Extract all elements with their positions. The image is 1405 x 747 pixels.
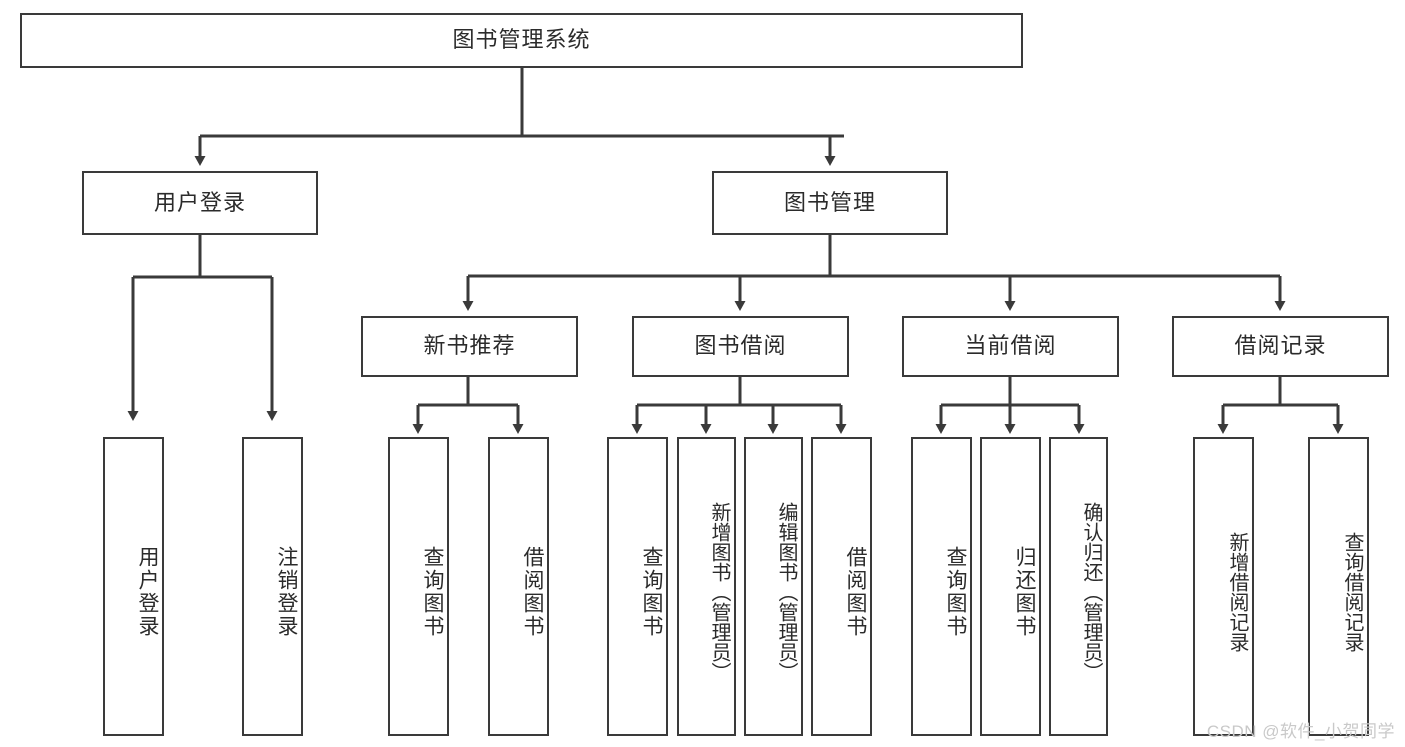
node-leaf-add-record-label: 新增借阅记录 — [1226, 531, 1248, 652]
node-leaf-return-book[interactable]: 归还图书 — [980, 437, 1041, 736]
node-leaf-query-book-2[interactable]: 查询图书 — [607, 437, 668, 736]
node-leaf-add-book-label: 新增图书（管理员） — [708, 501, 730, 682]
node-root-label: 图书管理系统 — [452, 27, 591, 53]
node-book-borrow-label: 图书借阅 — [694, 333, 787, 359]
node-leaf-user-login-label: 用户登录 — [136, 545, 159, 638]
node-book-manage-label: 图书管理 — [783, 189, 876, 215]
node-current-borrow-label: 当前借阅 — [964, 333, 1057, 359]
node-user-login[interactable]: 用户登录 — [82, 171, 318, 235]
node-borrow-record-label: 借阅记录 — [1234, 333, 1327, 359]
node-leaf-query-record-label: 查询借阅记录 — [1341, 531, 1363, 652]
node-borrow-record[interactable]: 借阅记录 — [1172, 316, 1389, 377]
node-leaf-borrow-book-1[interactable]: 借阅图书 — [488, 437, 549, 736]
node-new-book-rec[interactable]: 新书推荐 — [361, 316, 578, 377]
node-leaf-logout[interactable]: 注销登录 — [242, 437, 303, 736]
node-leaf-add-book[interactable]: 新增图书（管理员） — [677, 437, 736, 736]
node-leaf-return-book-label: 归还图书 — [1013, 545, 1036, 638]
node-leaf-edit-book[interactable]: 编辑图书（管理员） — [744, 437, 803, 736]
node-leaf-confirm-return-label: 确认归还（管理员） — [1080, 501, 1102, 682]
node-leaf-query-book-1-label: 查询图书 — [421, 545, 444, 638]
node-leaf-query-record[interactable]: 查询借阅记录 — [1308, 437, 1369, 736]
node-leaf-borrow-book-2-label: 借阅图书 — [844, 545, 867, 638]
node-leaf-user-login[interactable]: 用户登录 — [103, 437, 164, 736]
node-leaf-query-book-1[interactable]: 查询图书 — [388, 437, 449, 736]
node-leaf-borrow-book-2[interactable]: 借阅图书 — [811, 437, 872, 736]
node-current-borrow[interactable]: 当前借阅 — [902, 316, 1119, 377]
node-leaf-add-record[interactable]: 新增借阅记录 — [1193, 437, 1254, 736]
node-book-manage[interactable]: 图书管理 — [712, 171, 948, 235]
node-leaf-edit-book-label: 编辑图书（管理员） — [775, 501, 797, 682]
node-root[interactable]: 图书管理系统 — [20, 13, 1023, 68]
node-leaf-confirm-return[interactable]: 确认归还（管理员） — [1049, 437, 1108, 736]
node-new-book-rec-label: 新书推荐 — [423, 333, 516, 359]
node-book-borrow[interactable]: 图书借阅 — [632, 316, 849, 377]
node-leaf-logout-label: 注销登录 — [275, 545, 298, 638]
node-leaf-query-book-3-label: 查询图书 — [944, 545, 967, 638]
node-leaf-query-book-2-label: 查询图书 — [640, 545, 663, 638]
node-leaf-borrow-book-1-label: 借阅图书 — [521, 545, 544, 638]
node-leaf-query-book-3[interactable]: 查询图书 — [911, 437, 972, 736]
node-user-login-label: 用户登录 — [153, 189, 246, 215]
